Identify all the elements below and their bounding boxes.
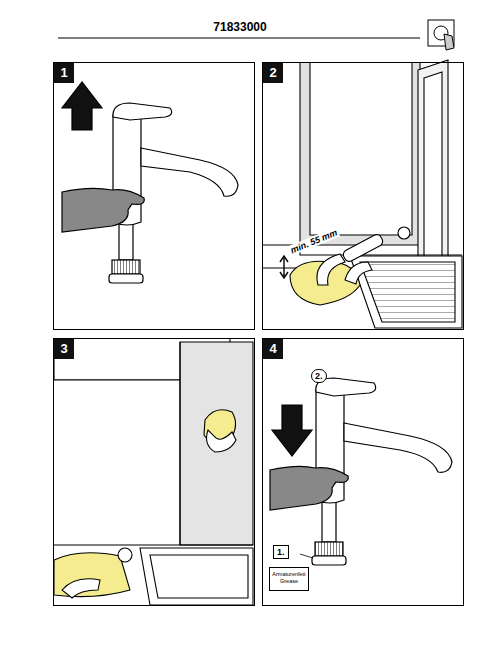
callout-text: Armaturenfett Grease <box>272 571 306 584</box>
step-number: 4 <box>263 339 283 359</box>
callout-text: 1. <box>277 547 285 557</box>
step-number: 3 <box>54 339 74 359</box>
step-panel: 4 2. 1. Armaturenfett Grease <box>262 338 464 606</box>
callout-text: 2. <box>315 371 323 381</box>
clean-scene <box>54 339 253 605</box>
cabinet-scene <box>263 60 462 329</box>
step-marker: 1. <box>273 545 289 559</box>
grease-tube: Armaturenfett Grease <box>269 567 309 591</box>
manual-icon <box>428 20 454 50</box>
step-panel: 3 <box>53 338 255 606</box>
step-number: 2 <box>263 63 283 83</box>
faucet-lift <box>62 82 238 283</box>
step-panel: 2 <box>262 62 464 330</box>
step-number: 1 <box>54 63 74 83</box>
step-marker: 2. <box>311 369 327 383</box>
step-panel: 1 <box>53 62 255 330</box>
document-title: 71833000 <box>0 20 480 34</box>
faucet-insert <box>270 378 452 565</box>
